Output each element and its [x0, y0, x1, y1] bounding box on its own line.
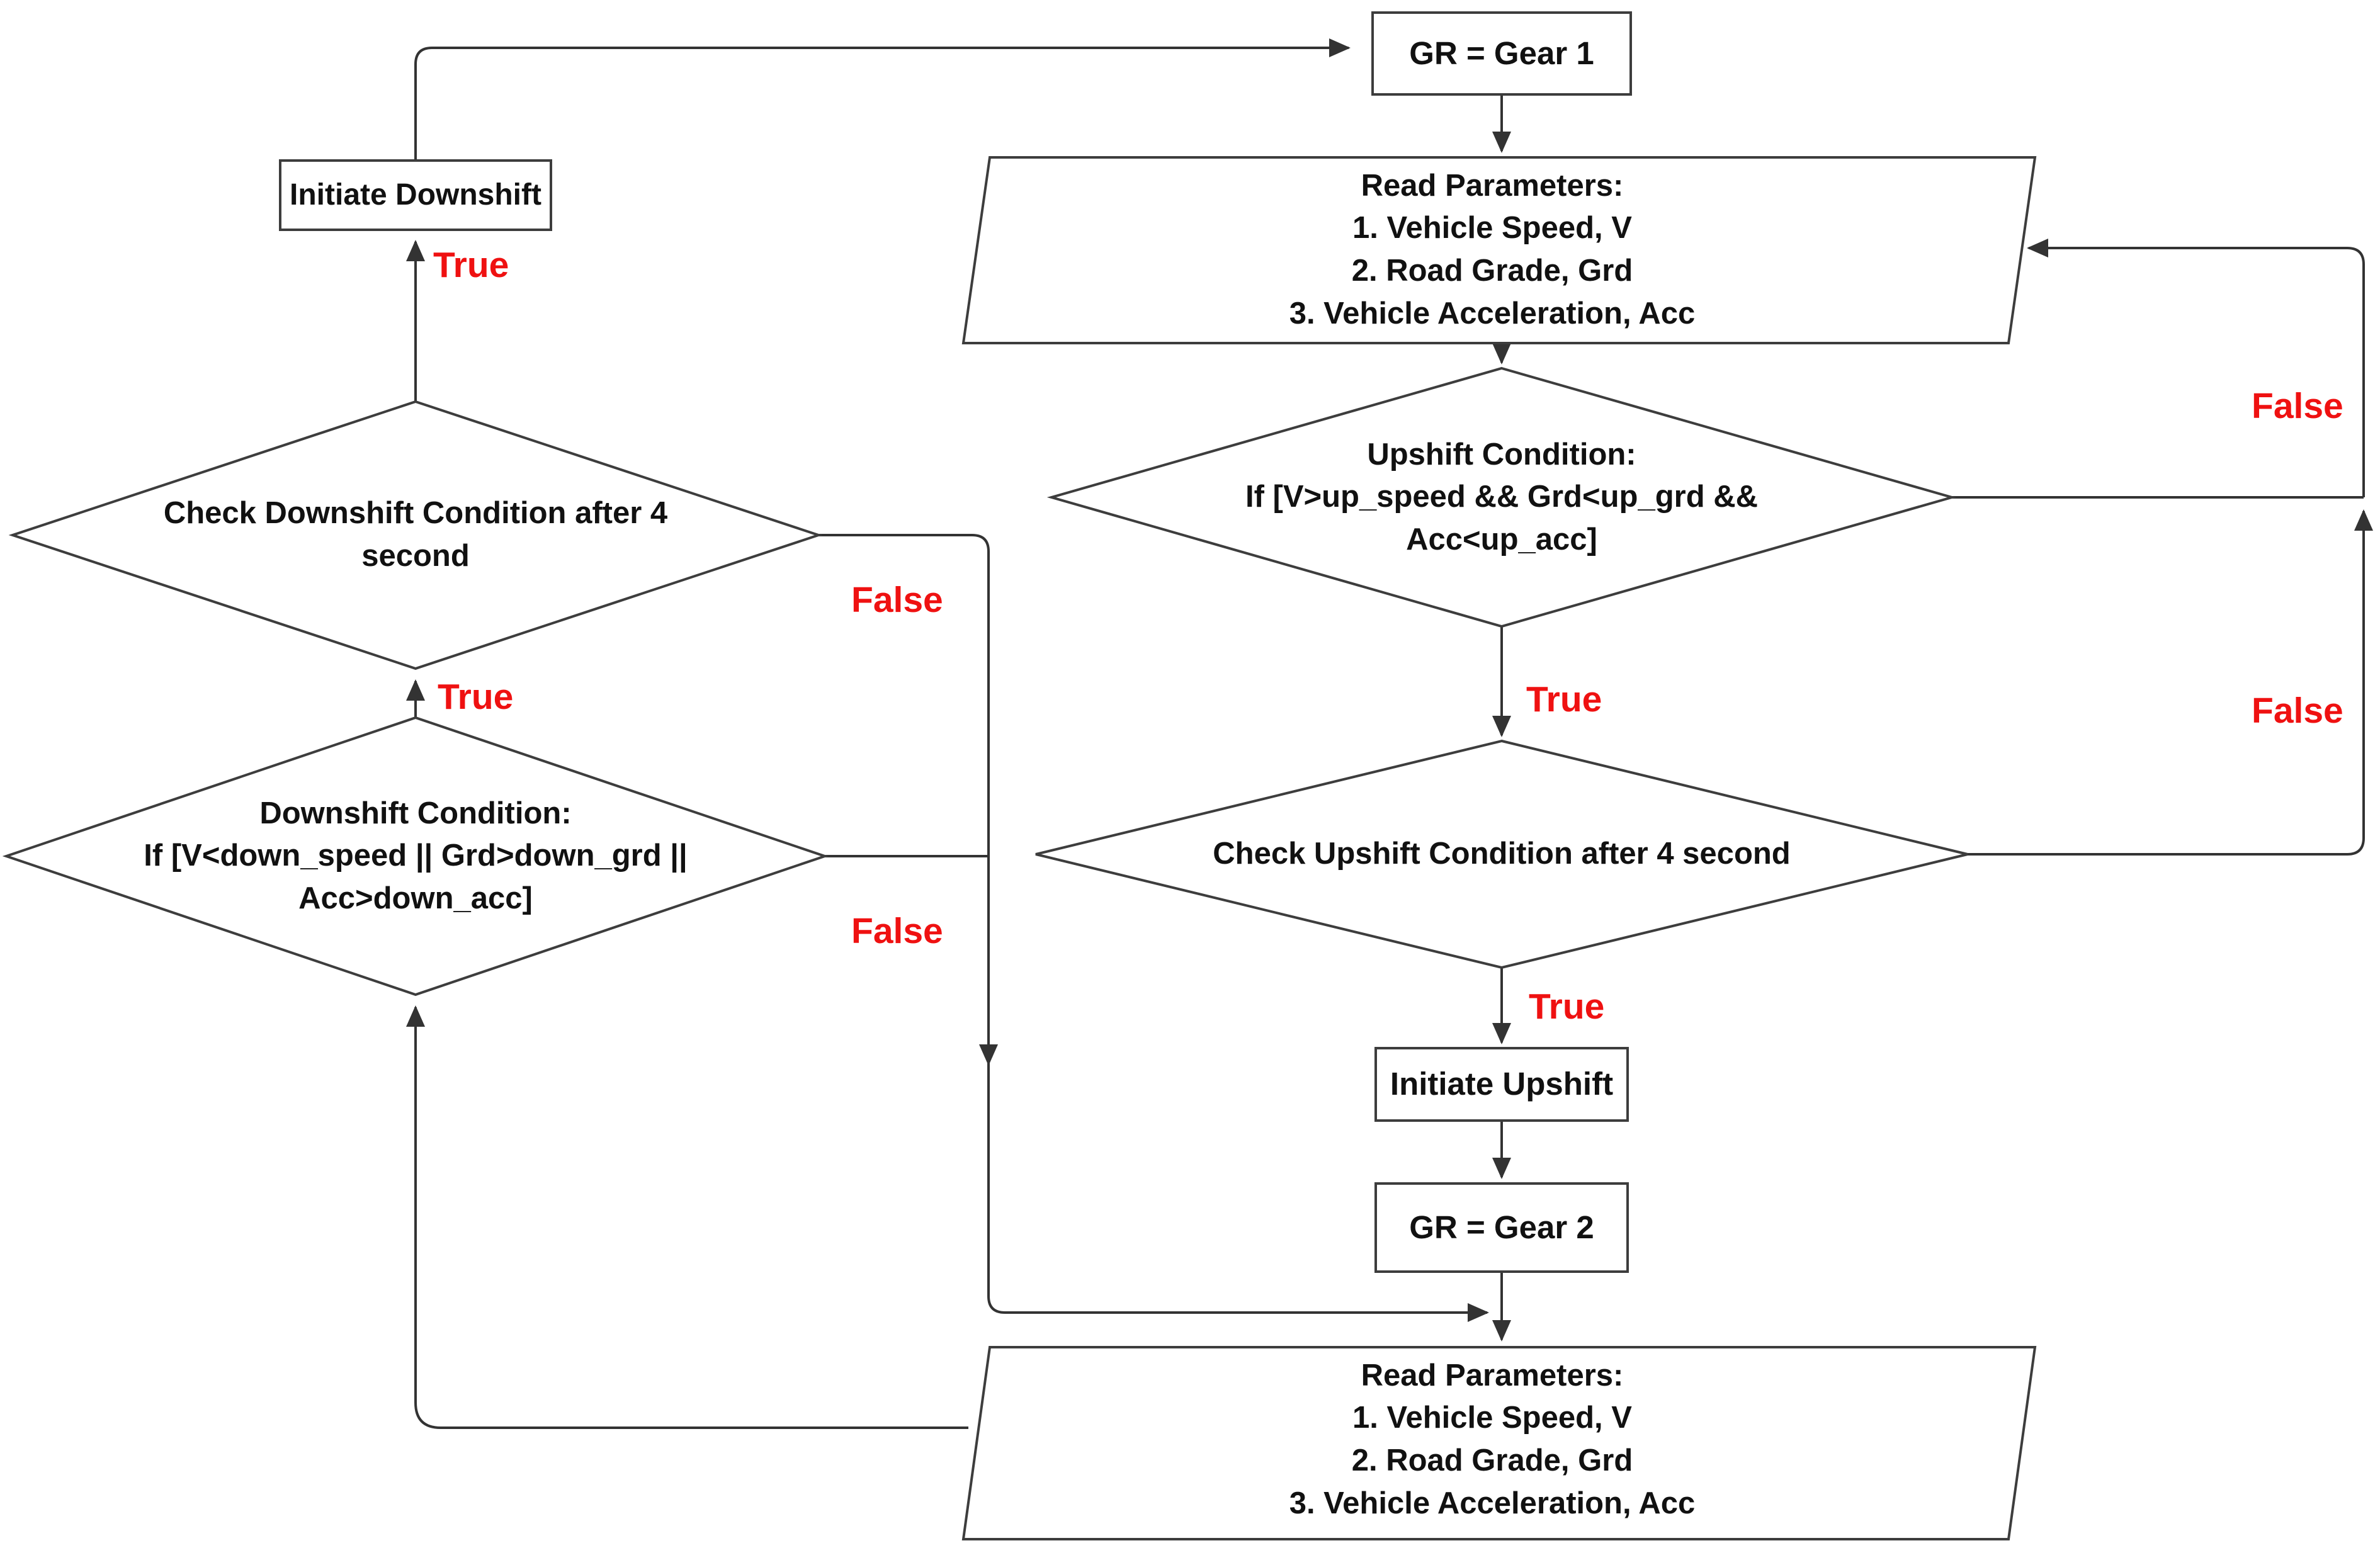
- edge-false-rail-up-to-read-parameters-1: [2027, 239, 2365, 497]
- node-gr-gear-1-shape: [1371, 11, 1632, 96]
- node-read-parameters-1-shape: [961, 156, 2037, 344]
- node-downshift-condition-shape: [2, 716, 829, 997]
- edge-initiate-downshift-to-gear1: [414, 38, 1351, 159]
- node-initiate-downshift-shape: [279, 159, 552, 231]
- node-upshift-condition-shape: [1046, 366, 1957, 628]
- node-read-parameters-2-shape: [961, 1346, 2037, 1540]
- node-gr-gear-2-shape: [1374, 1182, 1629, 1273]
- node-check-upshift-shape: [1035, 739, 1968, 969]
- edge-read-parameters-2-to-downshift-condition: [406, 1005, 968, 1429]
- node-check-downshift-shape: [8, 400, 823, 670]
- edge-check-upshift-false: [1968, 509, 2373, 856]
- edge-check-downshift-false-rail: [819, 534, 1489, 1322]
- node-initiate-upshift-shape: [1374, 1047, 1629, 1122]
